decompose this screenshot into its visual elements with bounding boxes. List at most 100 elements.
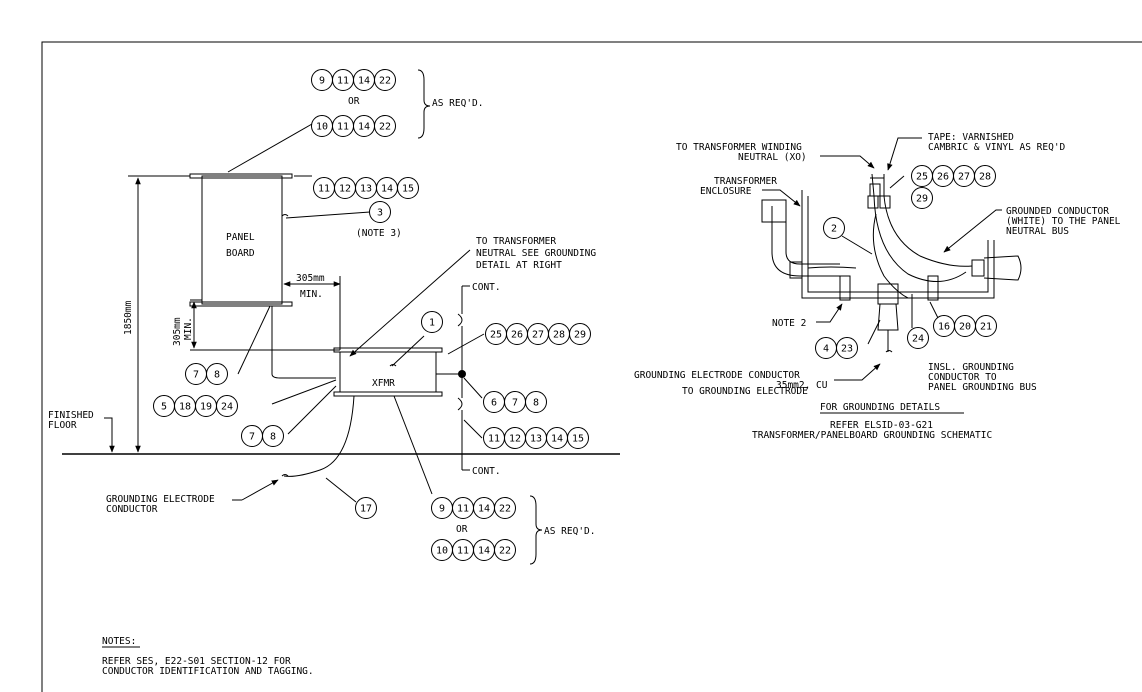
callout-number: 22 bbox=[379, 76, 391, 87]
sheet-border bbox=[41, 41, 1142, 692]
callout-bubble bbox=[494, 497, 516, 519]
callout-number: 27 bbox=[532, 330, 544, 341]
or-label-top: OR bbox=[348, 96, 360, 107]
callout-number: 8 bbox=[214, 370, 220, 381]
panel-board-outline bbox=[201, 175, 283, 305]
callout-number: 23 bbox=[841, 344, 853, 355]
refer-2: TRANSFORMER/PANELBOARD GROUNDING SCHEMAT… bbox=[752, 430, 992, 441]
callout-number: 22 bbox=[499, 546, 511, 557]
xfmr-label: XFMR bbox=[372, 378, 395, 389]
enclosure-outline bbox=[801, 190, 995, 299]
cont-top: CONT. bbox=[472, 282, 501, 293]
insl-grounding-1: INSL. GROUNDING bbox=[928, 362, 1014, 373]
notes-title: NOTES: bbox=[102, 636, 136, 647]
panel-label-1: PANEL bbox=[226, 232, 255, 243]
callout-bubble bbox=[374, 115, 396, 137]
grounded-conductor-2: (WHITE) TO THE PANEL bbox=[1006, 216, 1121, 227]
callout-number: 10 bbox=[316, 122, 328, 133]
callout-number: 7 bbox=[193, 370, 199, 381]
callout-bubble bbox=[911, 187, 933, 209]
callout-bubble bbox=[397, 177, 419, 199]
callout-number: 14 bbox=[381, 184, 393, 195]
grounded-conductor-1: GROUNDED CONDUCTOR bbox=[1006, 206, 1109, 217]
callout-bubble bbox=[907, 327, 929, 349]
bubble-17: 17 bbox=[355, 497, 377, 519]
refer-1: REFER ELSID-03-G21 bbox=[830, 420, 933, 431]
or-label-bottom: OR bbox=[456, 524, 468, 535]
to-xfmr-note-3: DETAIL AT RIGHT bbox=[476, 260, 562, 271]
enclosure-1: TRANSFORMER bbox=[714, 176, 777, 187]
callout-number: 29 bbox=[574, 330, 586, 341]
to-xfmr-note-1: TO TRANSFORMER bbox=[476, 236, 556, 247]
callout-number: 24 bbox=[912, 334, 924, 345]
note-2: NOTE 2 bbox=[772, 318, 806, 329]
callout-bubble bbox=[975, 315, 997, 337]
to-winding-2: NEUTRAL (XO) bbox=[738, 152, 807, 163]
callout-number: 7 bbox=[512, 398, 518, 409]
callout-bubble bbox=[567, 427, 589, 449]
enclosure-2: ENCLOSURE bbox=[700, 186, 752, 197]
callout-bubble bbox=[836, 337, 858, 359]
gec-label-1: GROUNDING ELECTRODE bbox=[106, 494, 215, 505]
callout-number: 28 bbox=[553, 330, 565, 341]
callout-bubble bbox=[355, 497, 377, 519]
callout-bubble bbox=[369, 201, 391, 223]
note3-text: (NOTE 3) bbox=[356, 228, 402, 239]
gec-right-1: GROUNDING ELECTRODE CONDUCTOR bbox=[634, 370, 800, 381]
callout-number: 17 bbox=[360, 504, 372, 515]
callout-number: 22 bbox=[379, 122, 391, 133]
callout-number: 29 bbox=[916, 194, 928, 205]
callout-number: 6 bbox=[491, 398, 497, 409]
dim-1850: 1850mm bbox=[123, 300, 134, 335]
callout-bubble bbox=[262, 425, 284, 447]
to-xfmr-note-2: NEUTRAL SEE GROUNDING bbox=[476, 248, 596, 259]
callout-number: 26 bbox=[937, 172, 949, 183]
callout-number: 4 bbox=[823, 344, 829, 355]
callout-number: 9 bbox=[319, 76, 325, 87]
callout-number: 13 bbox=[360, 184, 372, 195]
callout-number: 15 bbox=[572, 434, 584, 445]
callout-number: 14 bbox=[551, 434, 563, 445]
callout-bubble bbox=[421, 311, 443, 333]
finished-floor-2: FLOOR bbox=[48, 420, 77, 431]
callout-number: 16 bbox=[938, 322, 950, 333]
callout-number: 24 bbox=[221, 402, 233, 413]
insl-grounding-2: CONDUCTOR TO bbox=[928, 372, 997, 383]
tape-note-2: CAMBRIC & VINYL AS REQ'D bbox=[928, 142, 1066, 153]
to-winding-1: TO TRANSFORMER WINDING bbox=[676, 142, 802, 153]
min-vertical: MIN. bbox=[183, 317, 194, 340]
bubble-row-4-23: 4 23 bbox=[815, 337, 858, 359]
cont-bottom: CONT. bbox=[472, 466, 501, 477]
callout-bubble bbox=[823, 217, 845, 239]
callout-bubble bbox=[569, 323, 591, 345]
callout-number: 28 bbox=[979, 172, 991, 183]
callout-number: 15 bbox=[402, 184, 414, 195]
bubble-24: 24 bbox=[907, 327, 929, 349]
for-grounding-details: FOR GROUNDING DETAILS bbox=[820, 402, 940, 413]
callout-number: 19 bbox=[200, 402, 212, 413]
callout-bubble bbox=[525, 391, 547, 413]
callout-bubble bbox=[206, 363, 228, 385]
callout-bubble bbox=[974, 165, 996, 187]
as-reqd-top: AS REQ'D. bbox=[432, 98, 483, 109]
callout-number: 11 bbox=[337, 76, 349, 87]
callout-number: 25 bbox=[490, 330, 502, 341]
bubble-1: 1 bbox=[421, 311, 443, 333]
callout-number: 11 bbox=[488, 434, 500, 445]
callout-number: 9 bbox=[439, 504, 445, 515]
callout-bubble bbox=[216, 395, 238, 417]
callout-number: 20 bbox=[959, 322, 971, 333]
gec-right-3: TO GROUNDING ELECTRODE bbox=[682, 386, 808, 397]
